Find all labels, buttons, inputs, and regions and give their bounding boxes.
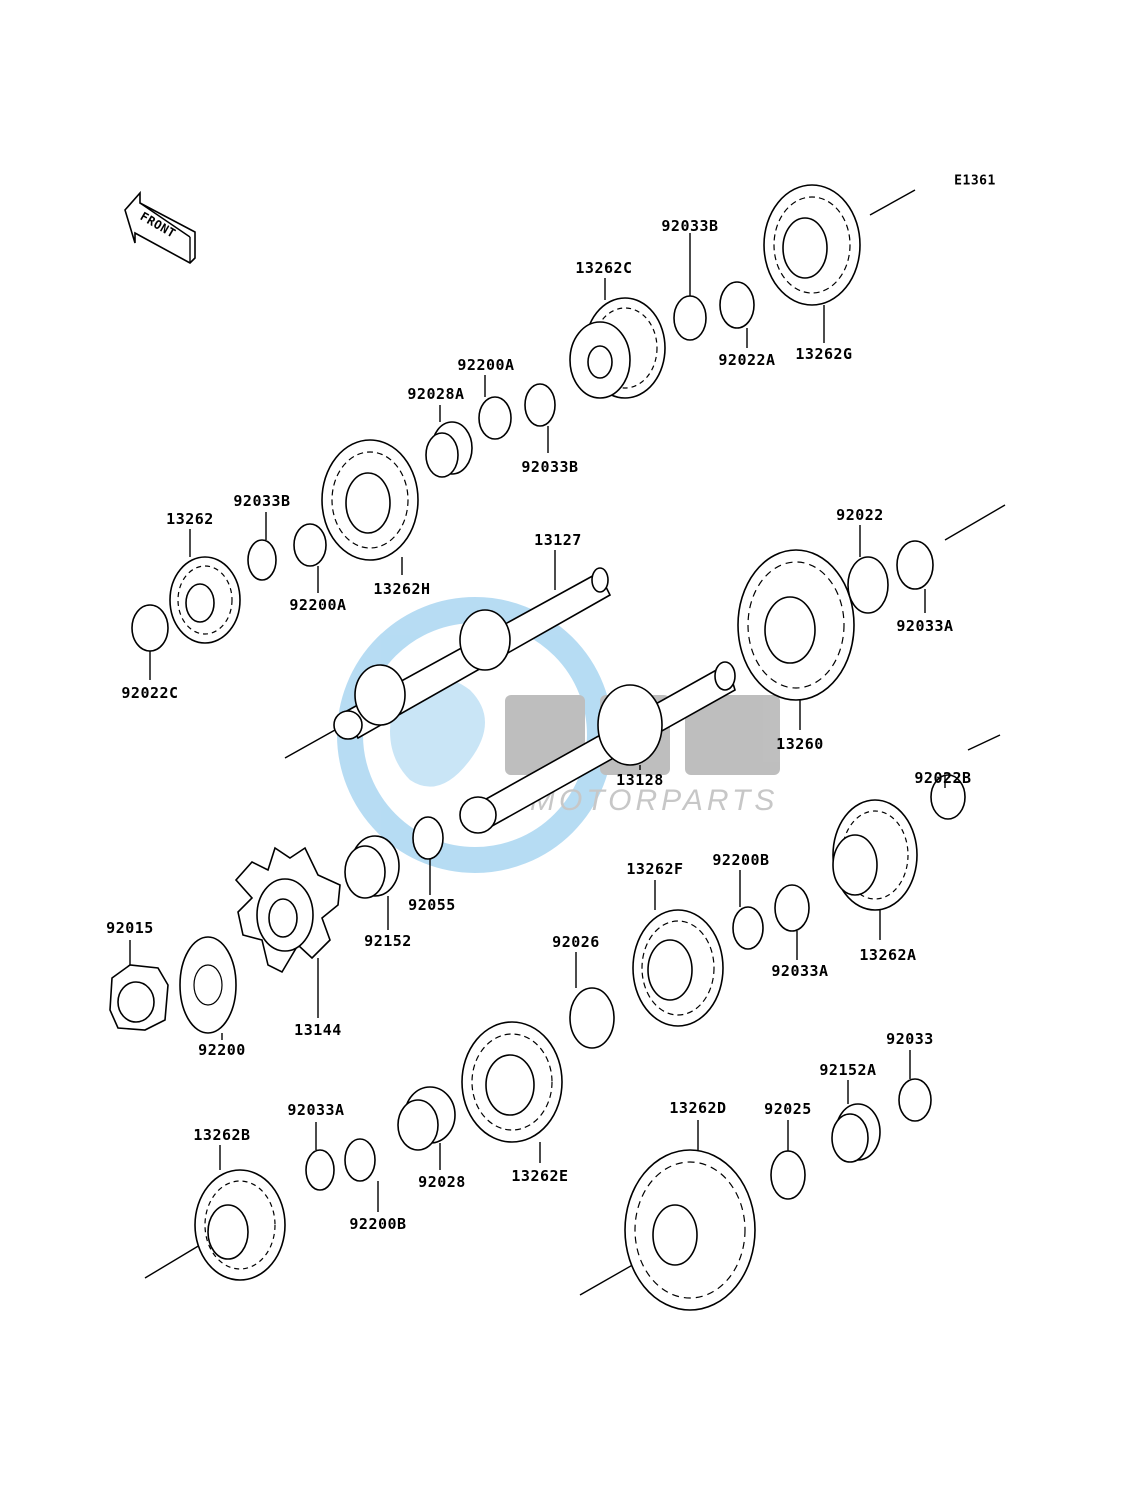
part-label: 13262D bbox=[669, 1099, 727, 1117]
output-shaft-13128-icon bbox=[459, 661, 736, 834]
washer-92200B-icon bbox=[732, 906, 764, 950]
gear-13262B-icon bbox=[194, 1169, 286, 1281]
reference-code: E1361 bbox=[954, 173, 996, 189]
circlip-92033A-icon bbox=[896, 540, 934, 590]
circlip-92033-icon bbox=[898, 1078, 932, 1122]
circlip-92033B-icon bbox=[673, 295, 707, 341]
collar-92152-icon bbox=[344, 835, 400, 899]
part-label: 92033B bbox=[521, 458, 579, 476]
washer-92200-icon bbox=[179, 936, 237, 1034]
part-label: 92015 bbox=[106, 919, 154, 937]
part-label: 92028A bbox=[407, 385, 465, 403]
gear-13262A-icon bbox=[832, 799, 918, 911]
circlip-92033A-icon bbox=[305, 1149, 335, 1191]
part-label: 13262C bbox=[575, 259, 633, 277]
part-label: 92033A bbox=[287, 1101, 345, 1119]
gear-13262E-icon bbox=[461, 1021, 563, 1143]
part-label: 92033B bbox=[233, 492, 291, 510]
ring-92026-icon bbox=[569, 987, 615, 1049]
part-label: 92022B bbox=[914, 769, 972, 787]
washer-92200B-icon bbox=[344, 1138, 376, 1182]
part-label: 92152 bbox=[364, 932, 412, 950]
part-label: 13262E bbox=[511, 1167, 569, 1185]
gear-13262C-icon bbox=[569, 297, 666, 399]
part-label: 13144 bbox=[294, 1021, 342, 1039]
gear-13262F-icon bbox=[632, 909, 724, 1027]
part-label: 92033B bbox=[661, 217, 719, 235]
gear-13262H-icon bbox=[321, 439, 419, 561]
gear-13260-icon bbox=[737, 549, 855, 701]
part-label: 13128 bbox=[616, 771, 664, 789]
washer-92200A-icon bbox=[478, 396, 512, 440]
part-label: 13262B bbox=[193, 1126, 251, 1144]
part-label: 92025 bbox=[764, 1100, 812, 1118]
watermark-logo: MOTORPARTS bbox=[337, 597, 780, 873]
bearing-92028A-icon bbox=[425, 421, 473, 478]
part-label: 92022 bbox=[836, 506, 884, 524]
part-label: 13262F bbox=[626, 860, 684, 878]
part-label: 92152A bbox=[819, 1061, 877, 1079]
part-label: 92200B bbox=[712, 851, 770, 869]
part-label: 92028 bbox=[418, 1173, 466, 1191]
part-label: 92022C bbox=[121, 684, 179, 702]
circlip-92033B-icon bbox=[524, 383, 556, 427]
nut-92015-icon bbox=[109, 964, 169, 1031]
part-label: 13262H bbox=[373, 580, 431, 598]
washer-92200A-icon bbox=[293, 523, 327, 567]
part-label: 92055 bbox=[408, 896, 456, 914]
bearing-92028-icon bbox=[397, 1086, 456, 1151]
gear-13262G-icon bbox=[763, 184, 861, 306]
part-label: 13260 bbox=[776, 735, 824, 753]
part-label: 92033A bbox=[896, 617, 954, 635]
ring-92022A-icon bbox=[719, 281, 755, 329]
circlip-92033A-icon bbox=[774, 884, 810, 932]
front-arrow-icon bbox=[124, 190, 196, 264]
gear-13262-icon bbox=[169, 556, 241, 644]
part-label: 13262G bbox=[795, 345, 853, 363]
part-label: 92033A bbox=[771, 962, 829, 980]
part-label: 92200 bbox=[198, 1041, 246, 1059]
washer-92022C-icon bbox=[131, 604, 169, 652]
part-label: 13262 bbox=[166, 510, 214, 528]
leader-lines bbox=[129, 233, 946, 1212]
part-label: 13127 bbox=[534, 531, 582, 549]
part-label: 13262A bbox=[859, 946, 917, 964]
o-ring-92055-icon bbox=[412, 816, 444, 860]
part-label: 92026 bbox=[552, 933, 600, 951]
ring-92025-icon bbox=[770, 1150, 806, 1200]
gear-13262D-icon bbox=[624, 1149, 756, 1311]
ring-92022B-icon bbox=[930, 774, 966, 820]
ring-92022-icon bbox=[847, 556, 889, 614]
part-label: 92200B bbox=[349, 1215, 407, 1233]
input-shaft-13127-icon bbox=[333, 567, 612, 740]
part-label: 92200A bbox=[457, 356, 515, 374]
watermark-text: MOTORPARTS bbox=[530, 784, 778, 817]
part-label: 92022A bbox=[718, 351, 776, 369]
part-label: 92033 bbox=[886, 1030, 934, 1048]
collar-92152A-icon bbox=[831, 1103, 881, 1163]
circlip-92033B-icon bbox=[247, 539, 277, 581]
sprocket-13144-icon bbox=[234, 846, 341, 974]
part-label: 92200A bbox=[289, 596, 347, 614]
